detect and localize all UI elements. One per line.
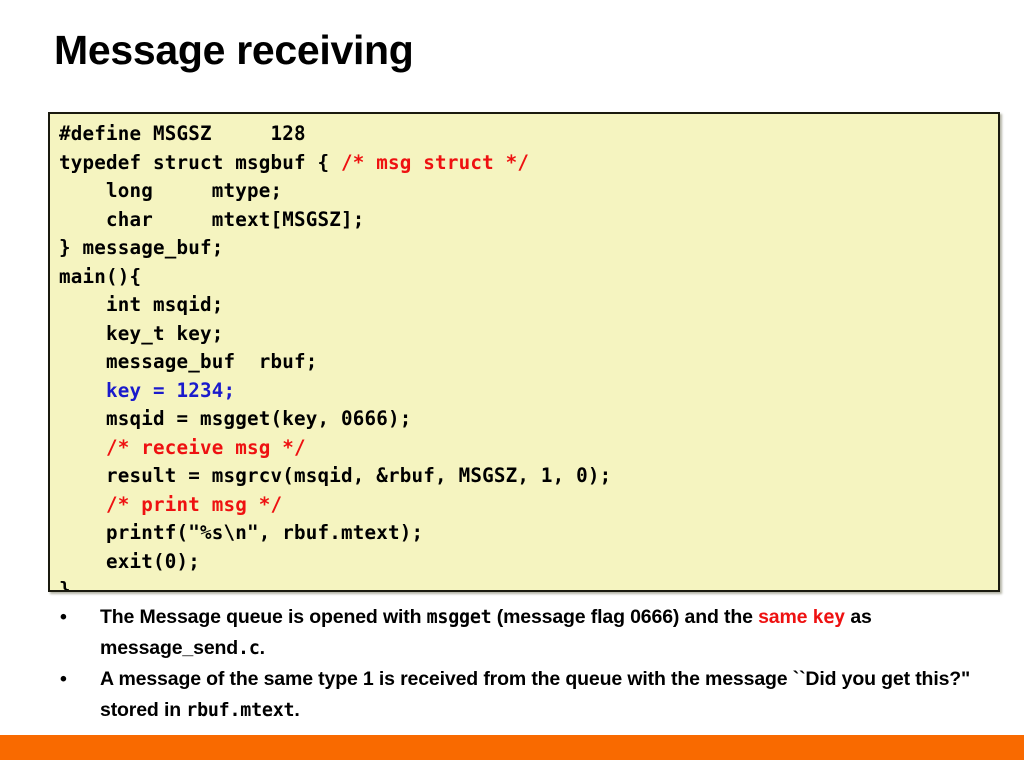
code-segment: } message_buf; [59, 236, 224, 259]
code-segment: /* msg struct */ [341, 150, 530, 174]
code-segment: msqid = msgget(key, 0666); [59, 407, 412, 430]
code-line: printf("%s\n", rbuf.mtext); [59, 519, 998, 548]
code-line: } message_buf; [59, 234, 998, 263]
code-segment: long mtype; [59, 179, 283, 202]
bullet-text-segment: The Message queue is opened with [100, 606, 427, 628]
code-segment: typedef struct msgbuf { [59, 150, 342, 174]
bullet-text-segment: same [758, 606, 808, 628]
code-segment: int msqid; [59, 293, 224, 316]
code-segment: #define MSGSZ 128 [59, 122, 306, 145]
code-segment: exit(0); [59, 549, 201, 573]
bullet-marker-icon: • [60, 606, 67, 628]
code-listing: #define MSGSZ 128 typedef struct msgbuf {… [59, 120, 998, 592]
code-segment [59, 436, 106, 459]
bullet-text-segment: rbuf.mtext [186, 700, 295, 721]
code-line: key_t key; [59, 320, 998, 349]
code-segment: message_buf rbuf; [59, 350, 318, 373]
code-segment: /* print msg */ [106, 492, 283, 516]
code-line: key = 1234; [59, 377, 998, 406]
footer-accent-bar [0, 735, 1024, 760]
code-segment: main(){ [59, 264, 142, 288]
code-segment: key = 1234; [106, 378, 236, 402]
bullet-text-segment: . [259, 637, 265, 659]
page-title: Message receiving [54, 27, 414, 73]
bullet-item: • A message of the same type 1 is receive… [54, 664, 1004, 726]
bullet-text-segment: key [812, 607, 846, 628]
code-line: exit(0); [59, 548, 998, 577]
code-segment: /* receive msg */ [106, 435, 306, 459]
code-segment: printf("%s\n", rbuf.mtext); [59, 521, 424, 544]
code-segment: char mtext[MSGSZ]; [59, 207, 365, 231]
code-segment: } [59, 578, 71, 592]
code-line: typedef struct msgbuf { /* msg struct */ [59, 149, 998, 178]
code-line: message_buf rbuf; [59, 348, 998, 377]
code-line: result = msgrcv(msqid, &rbuf, MSGSZ, 1, … [59, 462, 998, 491]
bullet-text-segment: (message flag 0666) and the [491, 606, 759, 628]
code-line: #define MSGSZ 128 [59, 120, 998, 149]
code-line: main(){ [59, 263, 998, 292]
bullet-text-segment: .c [238, 638, 260, 659]
bullet-list: • The Message queue is opened with msgge… [54, 602, 1004, 726]
code-line: } [59, 576, 998, 592]
code-segment [59, 379, 106, 402]
code-segment: result = msgrcv(msqid, &rbuf, MSGSZ, 1, … [59, 464, 612, 487]
code-line: long mtype; [59, 177, 998, 206]
code-line: msqid = msgget(key, 0666); [59, 405, 998, 434]
bullet-text-segment: msgget [426, 607, 492, 628]
bullet-text-segment: . [294, 699, 300, 721]
bullet-text-segment: as message_send [100, 606, 872, 659]
code-block: #define MSGSZ 128 typedef struct msgbuf {… [48, 112, 1000, 592]
code-line: int msqid; [59, 291, 998, 320]
code-line: /* print msg */ [59, 491, 998, 520]
bullet-text-segment: A message of the same type 1 is received… [100, 668, 971, 721]
bullet-item: • The Message queue is opened with msgge… [54, 602, 1004, 664]
bullet-marker-icon: • [60, 668, 67, 690]
code-line: char mtext[MSGSZ]; [59, 206, 998, 235]
code-segment: key_t key; [59, 321, 224, 345]
code-line: /* receive msg */ [59, 434, 998, 463]
code-segment [59, 493, 106, 516]
